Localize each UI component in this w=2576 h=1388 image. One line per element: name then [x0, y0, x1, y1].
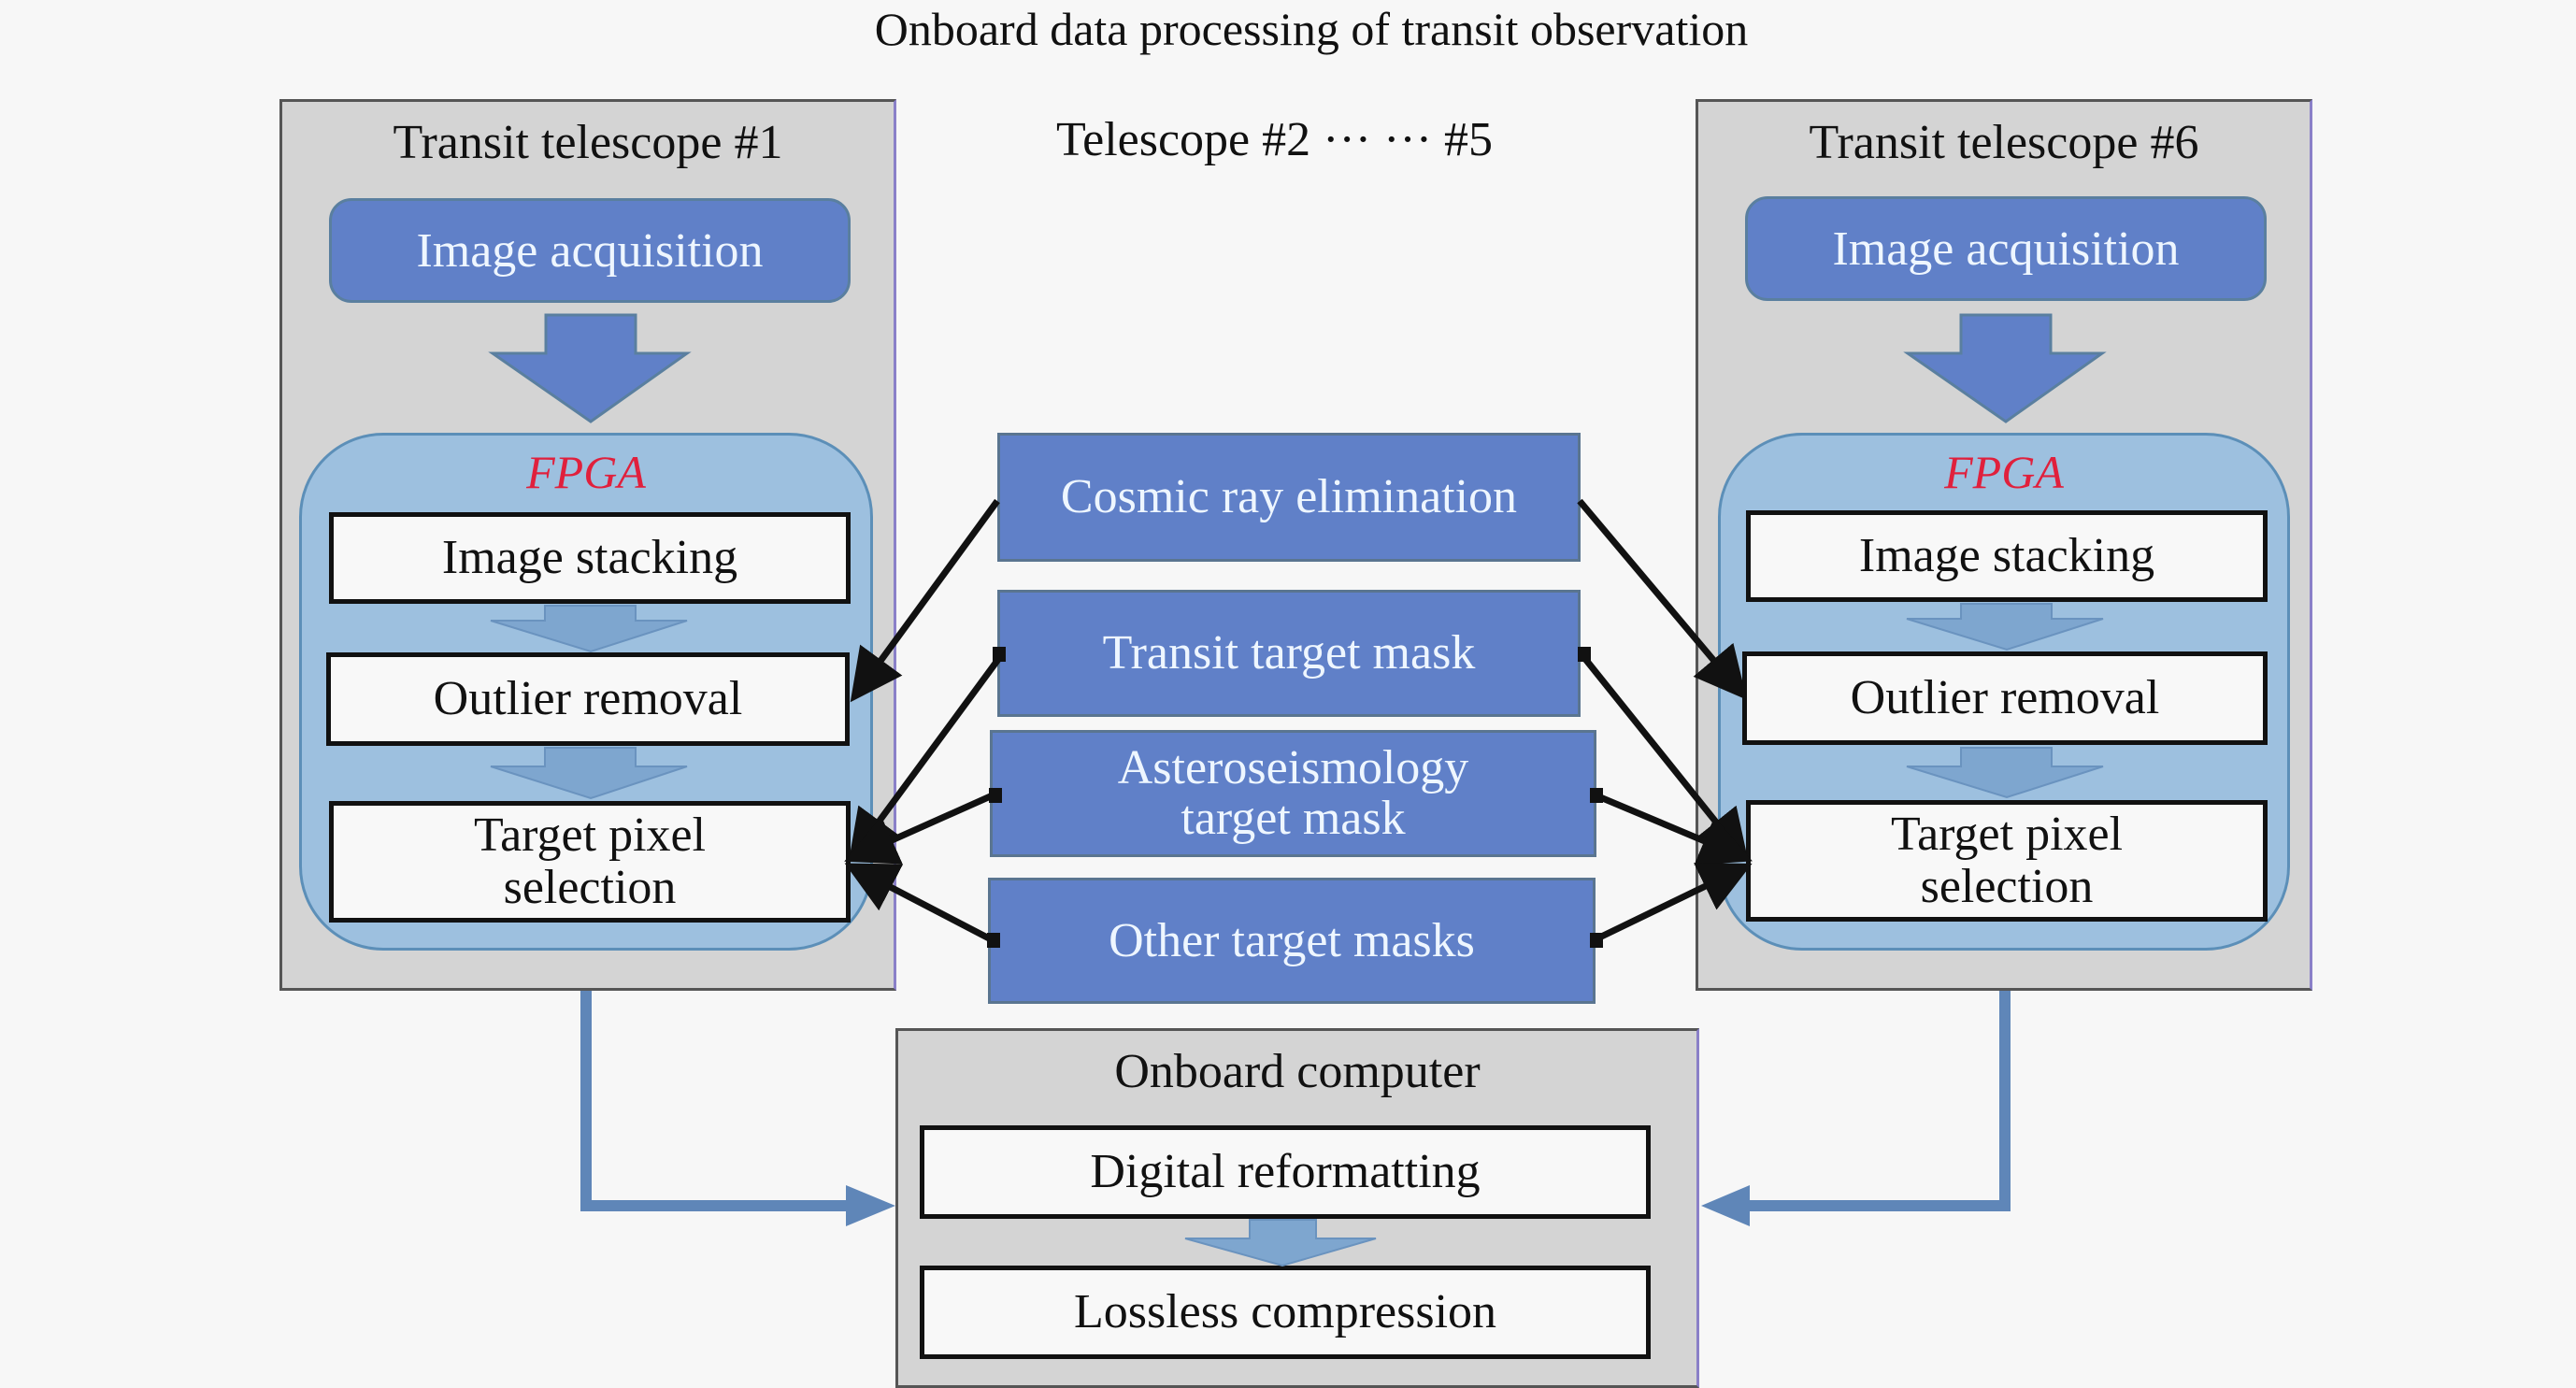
- mask-label: Cosmic ray elimination: [1060, 470, 1518, 523]
- cosmic-to-outlier-6-connector: [1577, 498, 1748, 700]
- step-label: selection: [1920, 860, 2094, 913]
- step-label: Outlier removal: [433, 672, 743, 725]
- step-label: Image stacking: [441, 531, 738, 584]
- cosmic-to-outlier-1-connector: [850, 498, 1000, 703]
- diagram-title: Onboard data processing of transit obser…: [874, 3, 1749, 55]
- cosmic-ray-elimination-box: Cosmic ray elimination: [997, 433, 1581, 562]
- reformatting-to-compression-arrow: [1184, 1219, 1377, 1267]
- outlier-to-target-arrow-1: [490, 747, 688, 800]
- telescope-1-to-computer-flow: [580, 991, 858, 1211]
- telescope-6-image-acquisition: Image acquisition: [1745, 196, 2267, 301]
- telescope-6-image-stacking: Image stacking: [1746, 510, 2268, 602]
- telescope-1-to-computer-arrowhead: [846, 1185, 895, 1226]
- telescopes-2-to-5-label: Telescope #2 ··· ··· #5: [1056, 113, 1494, 166]
- mask-label: target mask: [1181, 792, 1406, 845]
- telescope-1-outlier-removal: Outlier removal: [326, 652, 850, 746]
- step-label: Digital reformatting: [1090, 1145, 1481, 1198]
- telescope-1-acquisition-arrow: [488, 313, 692, 423]
- other-mask-to-target-6-connector: [1592, 863, 1753, 944]
- transit-target-mask-box: Transit target mask: [997, 590, 1581, 717]
- stacking-to-outlier-arrow-6: [1906, 603, 2104, 651]
- outlier-to-target-arrow-6: [1906, 747, 2104, 799]
- lossless-compression-step: Lossless compression: [920, 1266, 1651, 1359]
- telescope-1-image-acquisition: Image acquisition: [329, 198, 851, 303]
- telescope-1-title: Transit telescope #1: [393, 116, 783, 169]
- step-label: Target pixel: [473, 808, 707, 862]
- telescope-6-to-computer-flow: [1739, 991, 2011, 1211]
- telescope-1-image-stacking: Image stacking: [329, 512, 851, 604]
- mask-label: Asteroseismology: [1117, 741, 1469, 794]
- telescope-1-fpga-label: FPGA: [526, 446, 646, 498]
- telescope-6-fpga-label: FPGA: [1944, 446, 2064, 498]
- mask-label: Other target masks: [1109, 913, 1475, 967]
- astero-mask-to-target-1-connector: [844, 791, 996, 865]
- step-label: Lossless compression: [1073, 1285, 1497, 1338]
- stacking-to-outlier-arrow-1: [490, 605, 688, 653]
- mask-label: Transit target mask: [1102, 626, 1476, 680]
- other-mask-to-target-1-connector: [844, 863, 995, 944]
- telescope-6-to-computer-arrowhead: [1701, 1185, 1750, 1226]
- digital-reformatting-step: Digital reformatting: [920, 1125, 1651, 1219]
- astero-mask-to-target-6-connector: [1592, 791, 1753, 866]
- telescope-6-title: Transit telescope #6: [1809, 116, 2199, 169]
- step-label: Target pixel: [1890, 808, 2124, 861]
- step-label: selection: [503, 861, 677, 914]
- step-label: Image stacking: [1858, 529, 2155, 582]
- onboard-computer-title: Onboard computer: [1114, 1045, 1481, 1098]
- step-label: Outlier removal: [1850, 671, 2160, 724]
- other-target-masks-box: Other target masks: [988, 878, 1596, 1004]
- telescope-6-acquisition-arrow: [1903, 313, 2107, 423]
